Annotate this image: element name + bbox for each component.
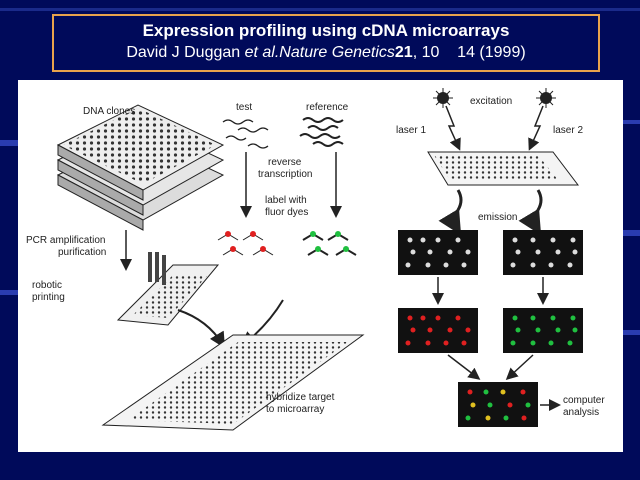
microarray-figure: DNA clones PCR amplification purificatio…: [18, 80, 623, 452]
label-excitation: excitation: [470, 96, 512, 107]
label-reverse: reverse: [268, 157, 302, 168]
label-laser-1: laser 1: [396, 125, 426, 136]
citation-volume: 21: [394, 44, 413, 61]
green-channel-image: [503, 308, 583, 353]
merged-image: [458, 382, 538, 427]
label-emission: emission: [478, 212, 517, 223]
red-labeled-cdna: [217, 231, 274, 256]
grayscale-scan-1: [398, 230, 478, 275]
emission-wave-right: [518, 189, 543, 236]
test-sequences: [222, 119, 269, 149]
reference-sequences: [299, 117, 344, 147]
robotic-printing-slide: [116, 252, 220, 326]
figure-drawing: DNA clones PCR amplification purificatio…: [26, 88, 605, 431]
laser-1-beam: [445, 105, 461, 151]
citation-etal: et al.: [244, 44, 280, 61]
label-hybridize-target: hybridize target: [266, 392, 335, 403]
citation-pages: , 10 14 (1999): [412, 44, 526, 61]
arrow-to-hybridize-left: [177, 309, 226, 349]
citation-authors: David J Duggan: [126, 44, 245, 61]
label-analysis: analysis: [563, 407, 599, 418]
citation-journal: Nature Genetics: [279, 44, 395, 61]
slide-title: Expression profiling using cDNA microarr…: [142, 21, 510, 40]
label-dna-clones: DNA clones: [83, 106, 135, 117]
emission-wave-left: [438, 189, 463, 236]
label-test: test: [236, 102, 252, 113]
title-box: Expression profiling using cDNA microarr…: [52, 14, 600, 72]
label-reference: reference: [306, 102, 349, 113]
label-pcr-amplification: PCR amplification: [26, 235, 105, 246]
label-printing: printing: [32, 292, 65, 303]
dna-clone-plates: [56, 104, 225, 231]
citation: David J Duggan et al.Nature Genetics21, …: [54, 44, 598, 62]
label-robotic: robotic: [32, 280, 62, 291]
laser-2-beam: [528, 105, 544, 151]
laser-2-icon: [536, 88, 556, 108]
green-labeled-cdna: [302, 231, 357, 256]
arrow-red-to-merge: [447, 354, 481, 380]
arrow-green-to-merge: [505, 354, 534, 381]
hybridize-slide: [101, 334, 365, 431]
label-purification: purification: [58, 247, 106, 258]
label-transcription: transcription: [258, 169, 312, 180]
label-to-microarray: to microarray: [266, 404, 324, 415]
grayscale-scan-2: [503, 230, 583, 275]
laser-1-icon: [433, 88, 453, 108]
scanned-slide: [427, 151, 580, 186]
label-computer: computer: [563, 395, 605, 406]
label-laser-2: laser 2: [553, 125, 583, 136]
red-channel-image: [398, 308, 478, 353]
label-fluor-dyes: fluor dyes: [265, 207, 308, 218]
label-label-with: label with: [265, 195, 307, 206]
